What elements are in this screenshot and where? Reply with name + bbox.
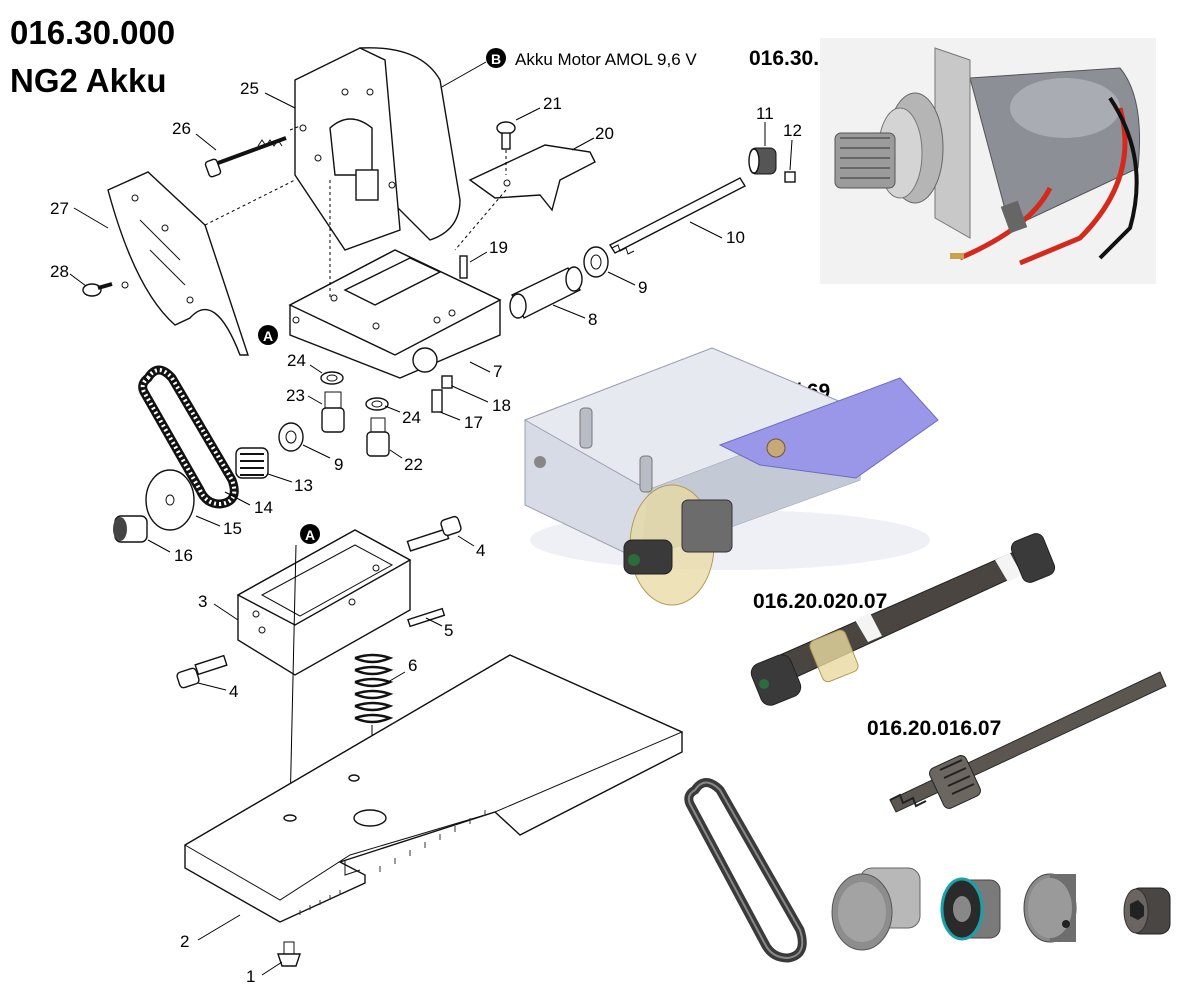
part-16-knob <box>113 515 148 543</box>
label-20: 20 <box>595 124 614 143</box>
render-belt <box>684 778 807 963</box>
part-22-screw <box>366 417 390 457</box>
label-10: 10 <box>726 228 745 247</box>
part-13-gear <box>235 447 269 479</box>
marker-a-top-label: A <box>263 328 273 344</box>
part-2-base-plate <box>184 654 684 923</box>
badge-b <box>486 48 506 68</box>
render-knurled-sleeve <box>831 867 921 951</box>
shaft-part-number: 016.20.020.07 <box>753 590 888 613</box>
part-20-bracket <box>468 144 596 212</box>
label-12: 12 <box>783 121 802 140</box>
label-16: 16 <box>174 546 193 565</box>
label-5: 5 <box>444 621 453 640</box>
title-line-2: NG2 Akku <box>10 62 167 99</box>
part-9-bearing-top <box>583 246 609 278</box>
render-knurled-nut <box>1023 873 1077 943</box>
part-5-pin <box>407 607 446 628</box>
label-3: 3 <box>198 592 207 611</box>
part-3-carriage <box>236 529 412 676</box>
label-21: 21 <box>543 94 562 113</box>
part-21-screw <box>496 121 516 150</box>
label-6: 6 <box>408 656 417 675</box>
motor-photo <box>820 38 1156 284</box>
part-26-screw <box>204 136 287 178</box>
part-19-pin <box>459 255 468 279</box>
label-15: 15 <box>223 519 242 538</box>
label-9-top: 9 <box>638 278 647 297</box>
motor-illustration <box>820 38 1156 284</box>
label-26: 26 <box>172 119 191 138</box>
label-17: 17 <box>464 413 483 432</box>
label-11: 11 <box>756 104 774 123</box>
label-4-upper: 4 <box>476 541 485 560</box>
label-14: 14 <box>254 498 273 517</box>
render-shaft-assembly <box>750 533 1056 706</box>
label-1: 1 <box>246 967 255 986</box>
label-27: 27 <box>50 199 69 218</box>
label-22: 22 <box>404 455 423 474</box>
part-9-bearing-lower <box>278 422 304 452</box>
render-block-assembly <box>523 347 939 606</box>
part-12-grub-screw <box>784 171 796 183</box>
label-19: 19 <box>489 238 508 257</box>
marker-a-bottom-label: A <box>305 527 315 543</box>
label-28: 28 <box>50 262 69 281</box>
marker-a-bottom <box>300 524 320 544</box>
part-17-pin <box>431 389 443 413</box>
label-24-lower: 24 <box>402 408 421 427</box>
label-4-lower: 4 <box>229 682 238 701</box>
render-spindle <box>889 671 1167 813</box>
part-11-knurled-nut <box>748 147 777 175</box>
part-8-sleeve <box>509 266 583 319</box>
render-hex-insert <box>1123 887 1171 935</box>
label-9-lower: 9 <box>334 455 343 474</box>
part-25-housing <box>294 47 461 251</box>
marker-a-top <box>258 325 278 345</box>
spindle-part-number: 016.20.016.07 <box>867 717 1002 740</box>
label-2: 2 <box>180 932 189 951</box>
part-1-screw <box>277 941 301 967</box>
label-7: 7 <box>493 362 502 381</box>
render-bearing <box>940 877 1001 941</box>
label-25: 25 <box>240 79 259 98</box>
part-27-plate <box>107 171 249 356</box>
part-6-spring <box>354 653 394 724</box>
label-8: 8 <box>588 310 597 329</box>
title-line-1: 016.30.000 <box>10 14 176 51</box>
label-23: 23 <box>286 386 305 405</box>
part-15-disc <box>145 469 195 531</box>
label-18: 18 <box>492 396 511 415</box>
part-23-screw <box>321 391 345 433</box>
part-4-screw-upper <box>406 515 462 552</box>
label-24-upper: 24 <box>287 351 306 370</box>
badge-b-label: B <box>491 51 501 67</box>
part-10-spindle <box>609 177 746 255</box>
motor-callout-text: Akku Motor AMOL 9,6 V <box>515 50 697 69</box>
part-24-washer-lower <box>365 397 389 411</box>
part-4-screw-lower <box>176 654 228 689</box>
label-13: 13 <box>294 476 313 495</box>
part-18-grub <box>441 375 453 389</box>
part-7-block <box>288 249 502 379</box>
part-14-belt <box>138 365 239 509</box>
part-28-screw <box>82 282 113 297</box>
part-24-washer-upper <box>320 371 344 385</box>
